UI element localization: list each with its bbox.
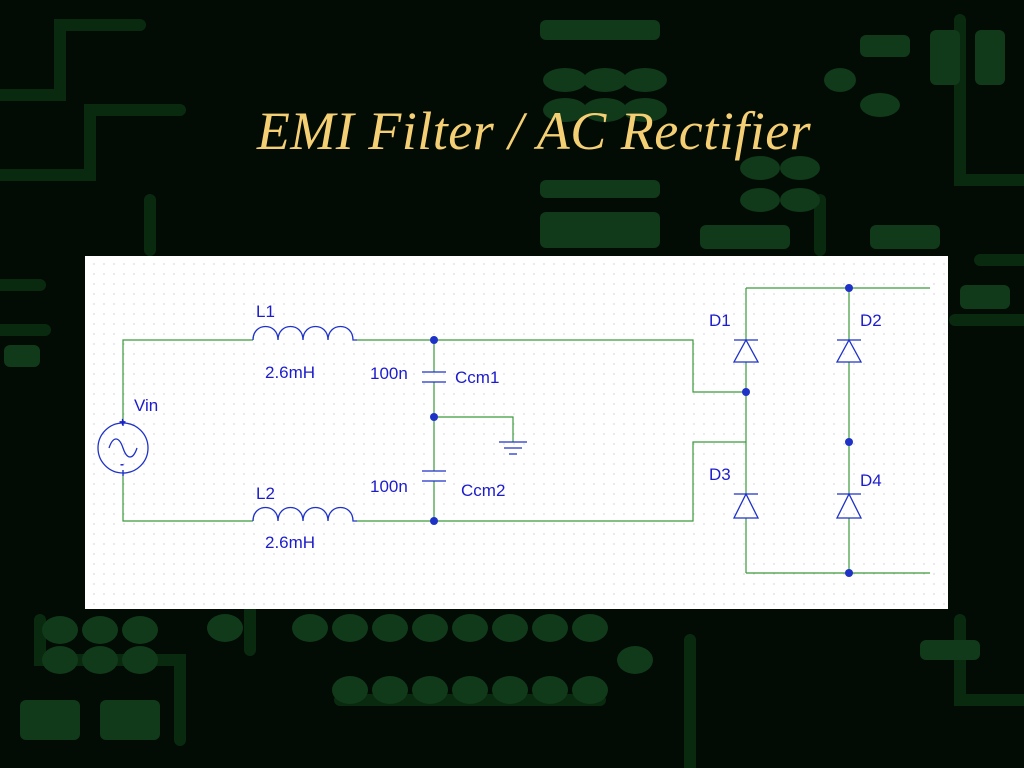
- wire-l2-out: [357, 441, 746, 522]
- capacitor-ccm1-value: 100n: [370, 364, 408, 383]
- inductor-l1: L1 2.6mH: [252, 302, 357, 382]
- wire-vin-bottom: [122, 470, 253, 522]
- wire-l1-out: [357, 339, 746, 393]
- diode-d3: D3: [709, 465, 760, 519]
- diode-d4-ref: D4: [860, 471, 882, 490]
- junction-dot: [430, 413, 438, 421]
- source-minus-label: -: [120, 457, 124, 471]
- capacitor-ccm2-value: 100n: [370, 477, 408, 496]
- junction-dot: [430, 336, 438, 344]
- capacitor-ccm1-icon: [422, 371, 446, 383]
- wires: [122, 287, 930, 574]
- capacitor-ccm2: 100n Ccm2: [370, 470, 505, 500]
- inductor-l2-icon: [252, 506, 357, 522]
- schematic-panel: + - Vin L1 2.6mH L2 2.6mH 100n Ccm1 100n…: [85, 256, 948, 609]
- wire-ground: [434, 416, 514, 442]
- junction-dot: [430, 517, 438, 525]
- diode-d4: D4: [835, 471, 882, 519]
- junctions: [430, 284, 853, 577]
- inductor-l1-ref: L1: [256, 302, 275, 321]
- inductor-l2: L2 2.6mH: [252, 484, 357, 552]
- sine-wave-icon: [108, 438, 138, 458]
- capacitor-ccm2-icon: [422, 470, 446, 482]
- ac-source: + - Vin: [97, 396, 158, 476]
- junction-dot: [845, 438, 853, 446]
- capacitor-ccm1-ref: Ccm1: [455, 368, 499, 387]
- diode-d2-ref: D2: [860, 311, 882, 330]
- junction-dot: [845, 569, 853, 577]
- diode-d1-ref: D1: [709, 311, 731, 330]
- diode-d1: D1: [709, 311, 760, 363]
- capacitor-ccm1: 100n Ccm1: [370, 364, 499, 387]
- diode-d3-ref: D3: [709, 465, 731, 484]
- inductor-l2-value: 2.6mH: [265, 533, 315, 552]
- source-label: Vin: [134, 396, 158, 415]
- diode-d1-icon: [732, 338, 760, 363]
- ac-source-icon: [97, 422, 149, 474]
- source-plus-label: +: [119, 415, 126, 429]
- wire-vin-top: [122, 339, 253, 426]
- diode-d4-icon: [835, 492, 863, 519]
- capacitor-ccm2-ref: Ccm2: [461, 481, 505, 500]
- ground-icon: [499, 441, 527, 455]
- inductor-l1-icon: [252, 325, 357, 341]
- diode-d3-icon: [732, 492, 760, 519]
- junction-dot: [845, 284, 853, 292]
- diode-d2-icon: [835, 338, 863, 363]
- pcb-pads: [4, 20, 1010, 740]
- junction-dot: [742, 388, 750, 396]
- diode-d2: D2: [835, 311, 882, 363]
- slide-title: EMI Filter / AC Rectifier: [256, 101, 812, 161]
- inductor-l2-ref: L2: [256, 484, 275, 503]
- inductor-l1-value: 2.6mH: [265, 363, 315, 382]
- schematic-diagram: + - Vin L1 2.6mH L2 2.6mH 100n Ccm1 100n…: [97, 284, 930, 577]
